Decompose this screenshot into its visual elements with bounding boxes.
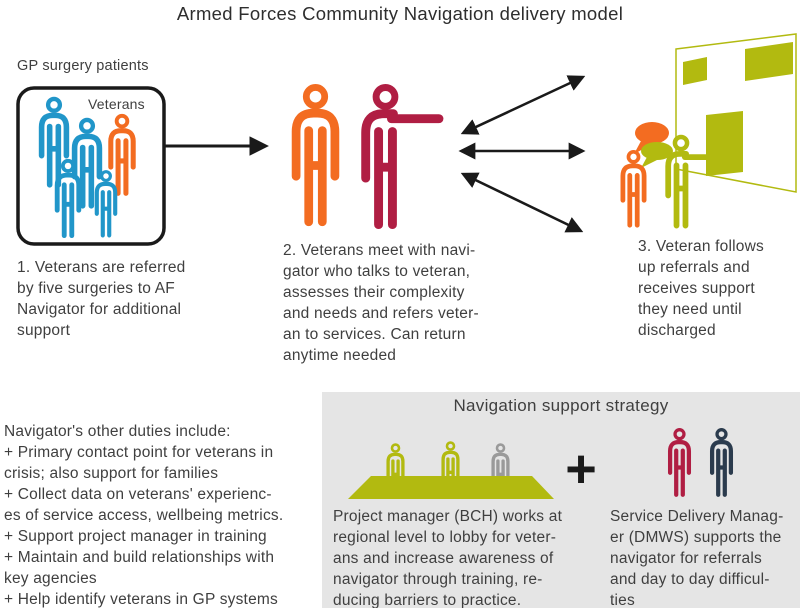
step2-caption: 2. Veterans meet with navi- gator who ta… [283,242,479,364]
gp-surgery-patients-label: GP surgery patients [17,58,149,74]
veterans-label: Veterans [88,96,145,112]
service-manager-caption: Service Delivery Manag- er (DMWS) suppor… [610,508,784,608]
service-building-icon [675,33,797,193]
step3-caption: 3. Veteran follows up referrals and rece… [638,238,764,339]
step1-caption: 1. Veterans are referred by five surgeri… [17,259,186,339]
navigator-duties-text: Navigator's other duties include: + Prim… [4,423,284,608]
veteran-at-service-person-icon [623,152,644,225]
navigator-pointing-person-icon [366,87,439,224]
veteran-person-icon [296,87,335,221]
page-title: Armed Forces Community Navigation delive… [176,3,624,24]
strategy-panel-title: Navigation support strategy [453,396,669,415]
veterans-group-icon [42,99,134,236]
speech-bubbles-icon [634,122,673,168]
project-manager-caption: Project manager (BCH) works at regional … [333,508,563,608]
plus-icon: + [565,439,597,499]
service-referral-arrows [458,75,586,233]
service-staff-pointing-person-icon [668,137,715,226]
